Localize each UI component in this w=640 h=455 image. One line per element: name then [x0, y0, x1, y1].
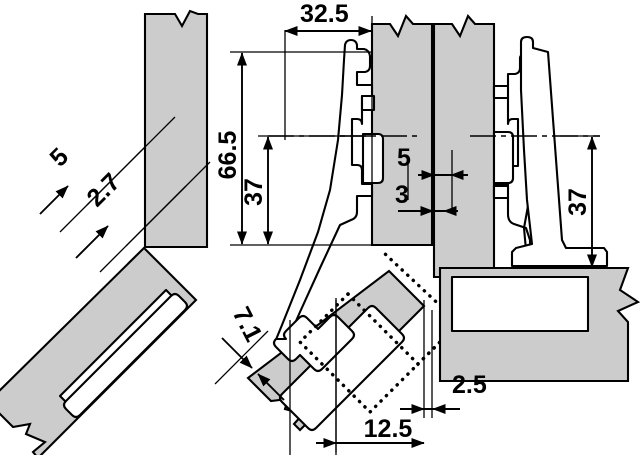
right-mounting-plate	[492, 84, 515, 200]
dimension-37-right: 37	[560, 135, 600, 269]
dimension-7-1-label: 7.1	[227, 303, 268, 347]
dimension-32-5: 32.5	[284, 0, 373, 245]
dimension-66-5: 66.5	[214, 51, 372, 246]
dimension-2-7-left-label: 2.7	[81, 168, 125, 212]
left-angled-door-panel	[0, 246, 198, 455]
center-hinge-cup-open	[272, 313, 356, 373]
center-hinge-mounting-plate	[360, 94, 385, 185]
left-extension-lines	[59, 146, 187, 273]
center-cabinet-panel	[370, 14, 496, 279]
dimension-2-5: 2.5	[400, 300, 487, 418]
left-panel-pocket	[62, 292, 189, 419]
right-hinge-blade	[510, 35, 609, 268]
dimension-66-5-label: 66.5	[214, 131, 242, 180]
dimension-5-right: 5	[397, 144, 468, 210]
center-hinge-arm-open	[273, 38, 374, 350]
right-cabinet-base-panel	[438, 266, 640, 383]
dimension-5-right-label: 5	[397, 144, 411, 172]
lower-reference-lines	[289, 300, 337, 455]
dimension-37-left: 37	[240, 135, 350, 245]
left-vertical-panel	[143, 9, 209, 249]
dimension-12-5-label: 12.5	[364, 415, 413, 443]
dimension-37-left-label: 37	[240, 178, 268, 206]
dimension-5-left-label: 5	[44, 143, 74, 173]
dimension-32-5-label: 32.5	[300, 0, 349, 28]
dimension-37-right-label: 37	[564, 188, 592, 216]
dimension-2-5-label: 2.5	[452, 371, 487, 399]
dimension-3-right-label: 3	[395, 181, 409, 209]
dimension-3-right: 3	[395, 181, 458, 217]
